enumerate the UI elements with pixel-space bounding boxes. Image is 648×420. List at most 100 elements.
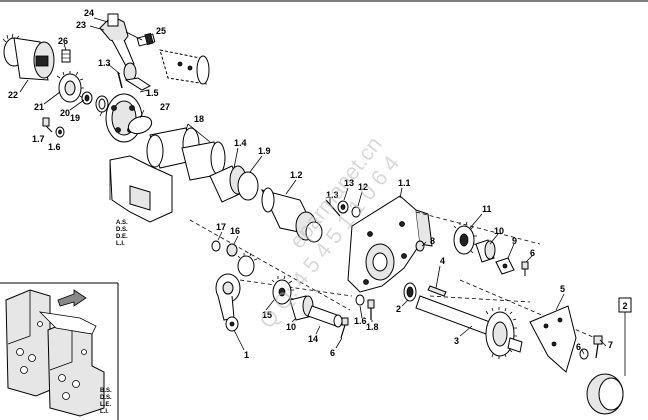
part-1-1-main-housing [347, 195, 433, 293]
part-18-bushing-a [146, 127, 200, 169]
part-1-8-screw [367, 299, 375, 320]
label-26: 26 [58, 36, 68, 46]
part-10-bushing-right [475, 239, 496, 263]
label-3: 3 [454, 336, 459, 346]
part-11-gear [453, 221, 478, 255]
part-2-cap [586, 312, 626, 415]
variant-code-inset-3: L.I. [100, 409, 109, 415]
part-9-tab-washer [495, 257, 515, 275]
label-17: 17 [216, 222, 226, 232]
label-14: 14 [308, 334, 318, 344]
part-17-washer [211, 240, 221, 252]
inset-clip [38, 311, 97, 335]
part-16-nut [226, 243, 238, 257]
label-21: 21 [34, 102, 44, 112]
part-3-gear [485, 307, 523, 359]
part-13-nut [337, 200, 349, 214]
part-14-pin [307, 305, 343, 328]
label-1-6-mid: 1.6 [354, 316, 367, 326]
part-number-labels: 24 23 25 26 1.3 1.5 22 21 20 19 27 18 1.… [8, 8, 613, 360]
part-10-bushing [289, 295, 314, 321]
label-9: 9 [512, 236, 517, 246]
part-15-gear [271, 275, 294, 305]
part-1-6-washer-mid [355, 294, 365, 306]
part-1-3-pin [117, 71, 123, 89]
label-8: 8 [430, 236, 435, 246]
part-1-3-stud [325, 199, 341, 217]
part-27-ring [127, 115, 153, 135]
label-6-mid: 6 [330, 348, 335, 358]
label-24: 24 [84, 8, 94, 18]
label-6-upper-right: 6 [530, 248, 535, 258]
variant-code-mid-2: D.E. [116, 234, 128, 240]
label-23: 23 [76, 20, 86, 30]
label-15: 15 [262, 310, 272, 320]
label-1-9: 1.9 [258, 146, 271, 156]
label-7: 7 [608, 340, 613, 350]
label-13: 13 [344, 178, 354, 188]
label-1-5: 1.5 [146, 88, 159, 98]
label-19: 19 [70, 113, 80, 123]
label-25: 25 [156, 26, 166, 36]
inset-frame [0, 282, 119, 420]
variant-code-inset-0: B.S. [100, 388, 112, 394]
part-7-screw [593, 335, 603, 359]
label-1-1: 1.1 [398, 178, 411, 188]
label-20: 20 [60, 108, 70, 118]
inset-arrow [57, 289, 87, 307]
part-8-nut [415, 240, 425, 252]
label-1-4: 1.4 [234, 138, 247, 148]
part-6-nut-upper-right [521, 261, 529, 276]
label-11: 11 [482, 204, 492, 214]
variant-code-inset-1: D.S. [100, 395, 112, 401]
part-5-plate [529, 305, 577, 373]
label-1-7-left: 1.7 [32, 134, 45, 144]
variant-code-mid-1: D.S. [116, 227, 128, 233]
part-19-ring [95, 95, 109, 113]
variant-codes-inset: B.S. D.S. L.E. L.I. [100, 388, 112, 415]
part-cylinder-upper-right [159, 49, 210, 85]
part-6-screw-mid [340, 317, 349, 339]
label-12: 12 [358, 182, 368, 192]
label-1: 1 [244, 350, 249, 360]
part-3-shaft [415, 295, 491, 335]
part-2-seal [403, 282, 417, 302]
label-16: 16 [230, 226, 240, 236]
label-1-3-mid: 1.3 [326, 190, 339, 200]
label-1-6-left: 1.6 [48, 142, 61, 152]
part-21-gear [56, 71, 84, 103]
assembly-dashed-lines [189, 211, 601, 341]
part-23-lever-bracket [99, 13, 151, 91]
label-1-3-upper: 1.3 [98, 58, 111, 68]
label-27: 27 [160, 102, 170, 112]
label-2: 2 [396, 304, 401, 314]
part-1-2-shaft-housing [261, 187, 323, 243]
variant-code-mid-0: A.S. [116, 220, 128, 226]
part-25-fitting [136, 32, 156, 47]
label-10-right: 10 [494, 226, 504, 236]
part-12-washer [351, 206, 361, 218]
part-22-gear-hub [2, 33, 55, 81]
label-22: 22 [8, 90, 18, 100]
label-1-8: 1.8 [366, 322, 379, 332]
callout-box-2-label: 2 [622, 301, 627, 311]
callout-box-2: 2 [618, 297, 632, 313]
part-1-7-screw [42, 117, 53, 133]
part-1-4-bearing [209, 165, 247, 203]
label-1-2: 1.2 [290, 170, 303, 180]
variant-codes-mid: A.S. D.S. D.E. L.I. [116, 220, 128, 247]
part-1-lever-arm [215, 273, 241, 332]
leader-lines [19, 17, 607, 355]
part-18-bushing-b [181, 141, 226, 181]
label-4: 4 [440, 256, 445, 266]
part-gear-upper-left [237, 252, 258, 277]
part-1-9-snap-ring [237, 171, 259, 201]
label-6-right: 6 [576, 342, 581, 352]
part-26-sleeve [61, 49, 71, 63]
part-20-washer [81, 91, 93, 105]
label-10-mid: 10 [286, 322, 296, 332]
part-1-6-washer [55, 126, 65, 138]
variant-code-mid-3: L.I. [116, 241, 125, 247]
part-4-key [427, 285, 447, 297]
